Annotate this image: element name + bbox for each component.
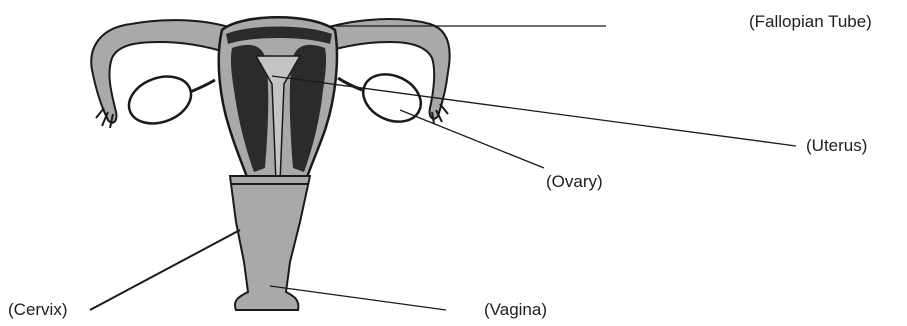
right-ovary (356, 65, 429, 130)
label-ovary: (Ovary) (546, 172, 603, 192)
label-cervix: (Cervix) (8, 300, 68, 320)
label-fallopian-tube: (Fallopian Tube) (749, 12, 872, 32)
left-ovarian-ligament (190, 80, 215, 92)
leader-ovary (400, 110, 544, 168)
right-ovarian-ligament (338, 78, 362, 90)
label-vagina: (Vagina) (484, 300, 547, 320)
label-uterus: (Uterus) (806, 136, 867, 156)
leader-cervix (90, 230, 240, 310)
leader-uterus (272, 76, 796, 146)
left-ovary (122, 68, 197, 131)
